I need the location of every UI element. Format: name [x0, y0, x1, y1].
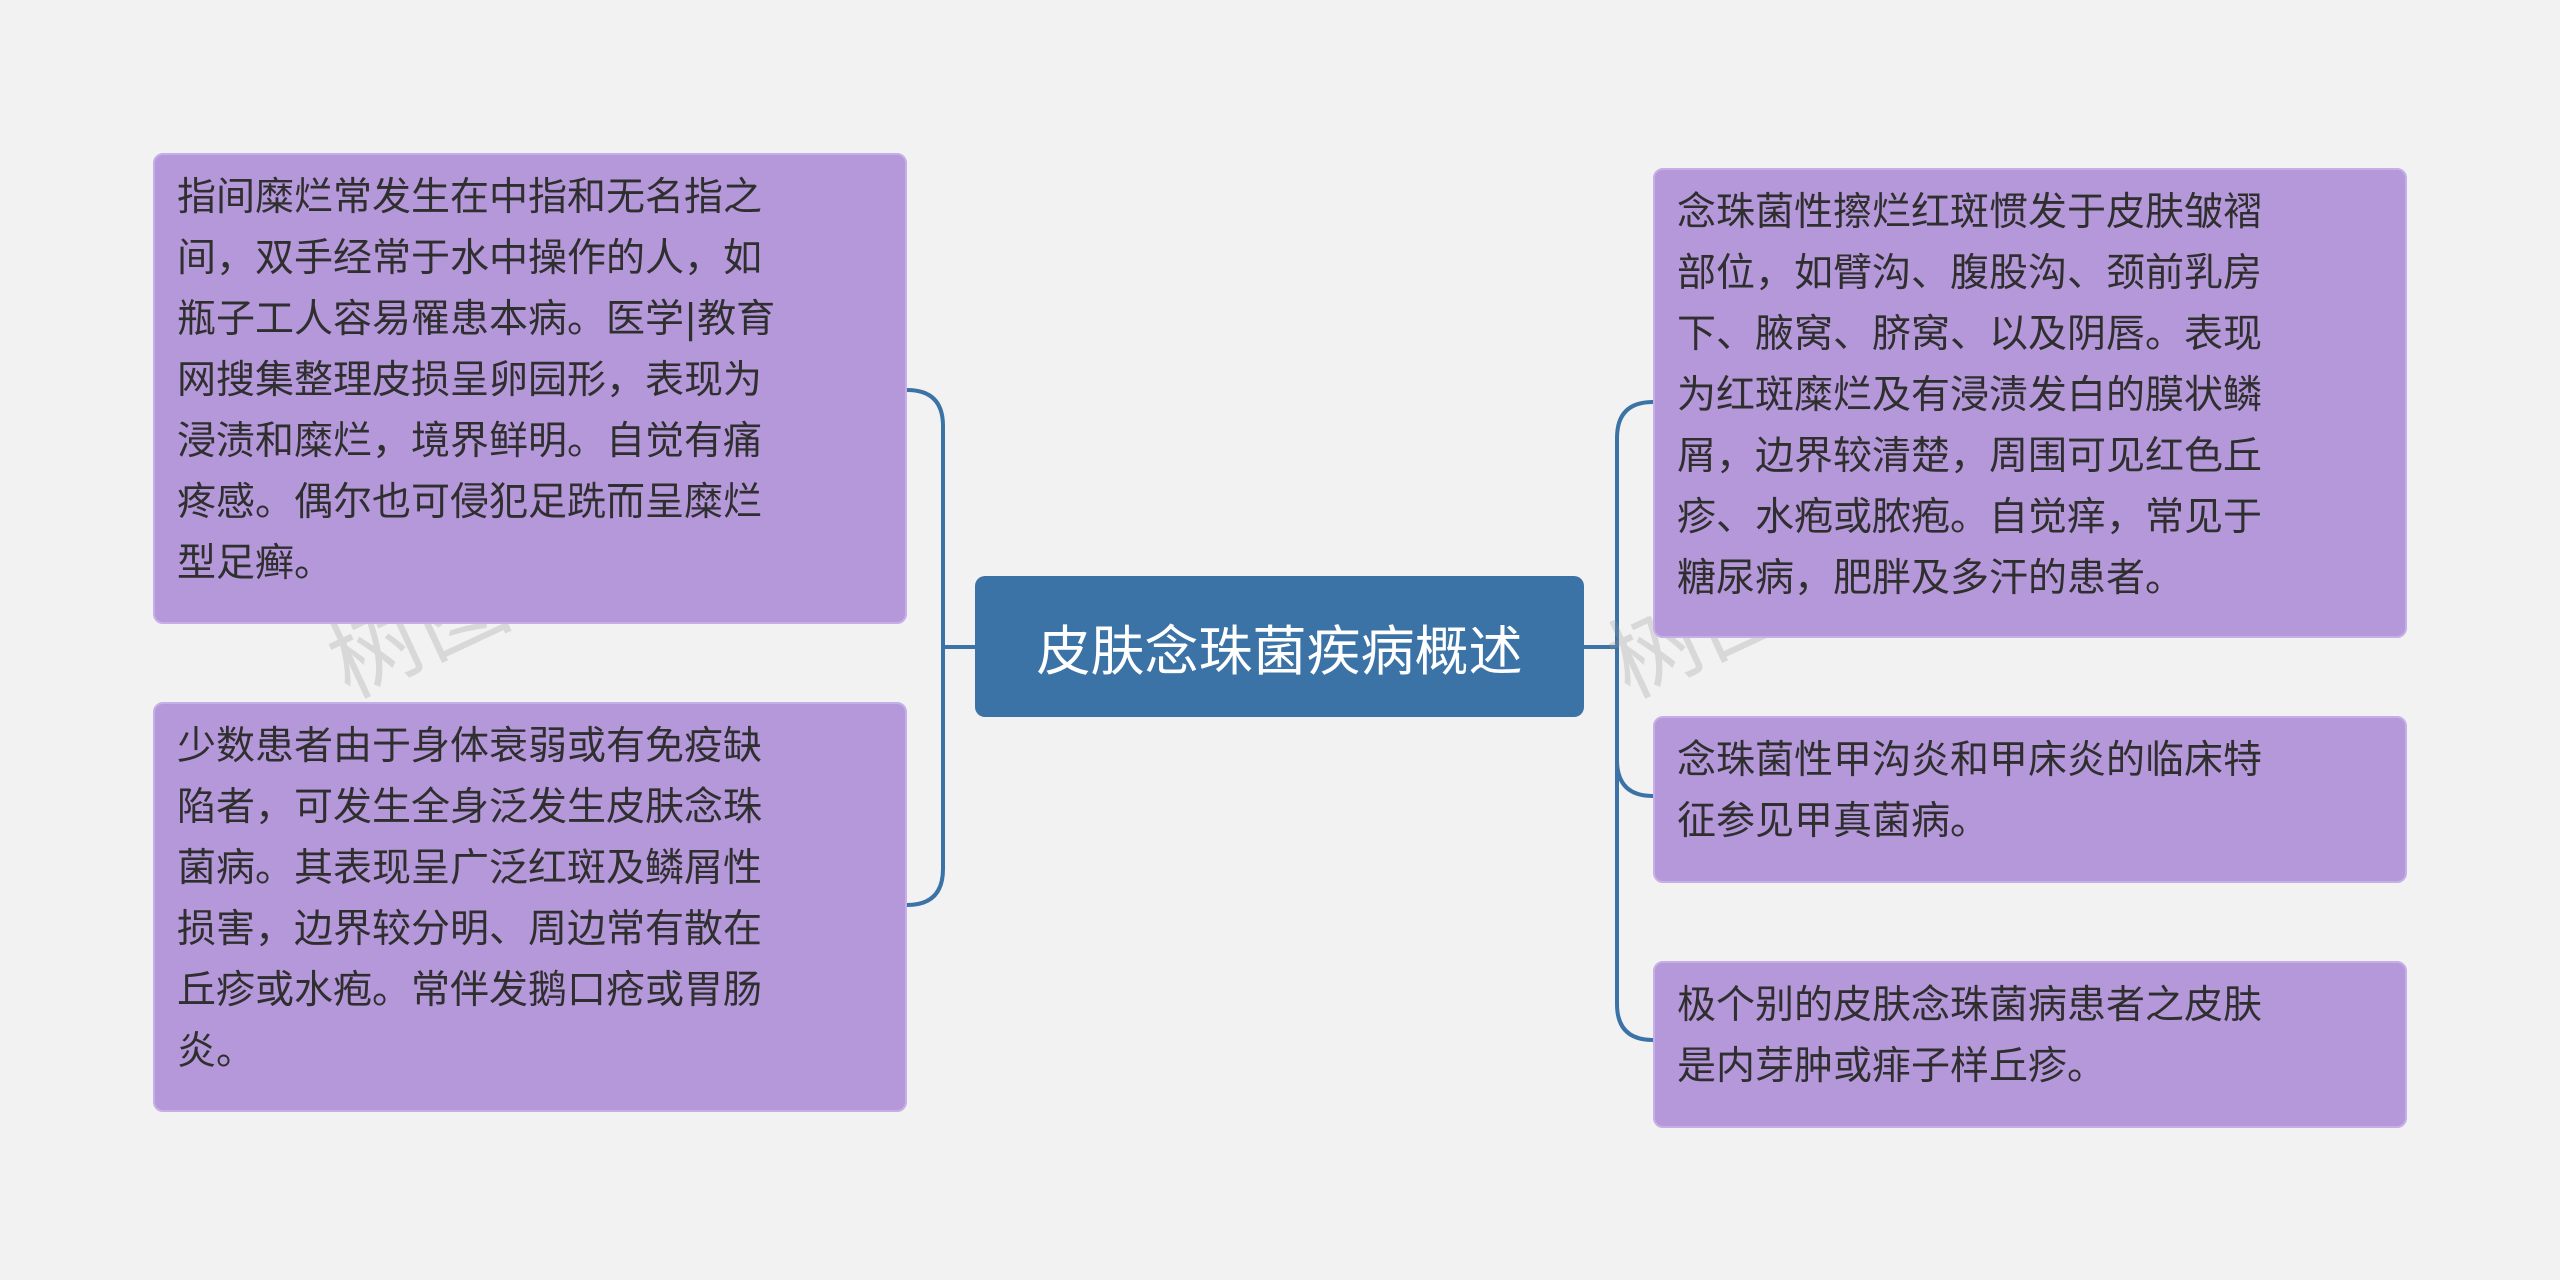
central-topic[interactable]: 皮肤念珠菌疾病概述: [975, 576, 1584, 717]
connector-right-branch-2: [1615, 758, 1655, 798]
connector-right-branch-3: [1615, 645, 1655, 1042]
topic-node-right-3[interactable]: 极个别的皮肤念珠菌病患者之皮肤 是内芽肿或痱子样丘疹。: [1653, 961, 2407, 1128]
connector-left-branch-2: [905, 645, 945, 907]
topic-node-left-1[interactable]: 指间糜烂常发生在中指和无名指之 间，双手经常于水中操作的人，如 瓶子工人容易罹患…: [153, 153, 907, 624]
topic-node-right-1[interactable]: 念珠菌性擦烂红斑惯发于皮肤皱褶 部位，如臂沟、腹股沟、颈前乳房 下、腋窝、脐窝、…: [1653, 168, 2407, 638]
topic-node-left-2[interactable]: 少数患者由于身体衰弱或有免疫缺 陷者，可发生全身泛发生皮肤念珠 菌病。其表现呈广…: [153, 702, 907, 1112]
connector-left-branch-1: [905, 388, 945, 613]
connector-right-branch-1: [1615, 400, 1655, 649]
topic-node-right-2[interactable]: 念珠菌性甲沟炎和甲床炎的临床特 征参见甲真菌病。: [1653, 716, 2407, 883]
